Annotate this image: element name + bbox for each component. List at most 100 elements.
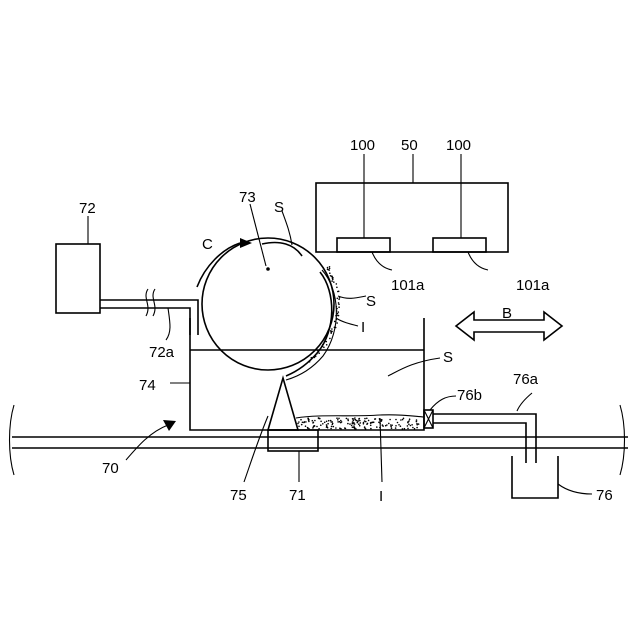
ink-dot bbox=[358, 423, 360, 425]
ink-deposit bbox=[296, 415, 424, 418]
coating-dot bbox=[326, 344, 328, 346]
roller-73 bbox=[197, 204, 334, 370]
label-head-left: 100 bbox=[350, 137, 375, 154]
ink-dot bbox=[326, 421, 328, 423]
ink-dot bbox=[297, 423, 299, 425]
pump-72 bbox=[56, 216, 198, 340]
ink-dot bbox=[331, 426, 333, 428]
ink-dot bbox=[298, 426, 300, 428]
ink-dot bbox=[313, 422, 315, 424]
ink-dot bbox=[346, 418, 348, 420]
ink-dot bbox=[301, 424, 303, 426]
ink-dot bbox=[389, 419, 391, 421]
ink-dot bbox=[400, 419, 402, 421]
label-ink-on-roller: I bbox=[361, 319, 365, 336]
coating-dot bbox=[331, 280, 333, 282]
coating-dot bbox=[325, 341, 327, 343]
ink-dot bbox=[347, 420, 349, 422]
ink-dot bbox=[314, 425, 316, 427]
ink-dot bbox=[365, 428, 367, 430]
ink-dot bbox=[340, 428, 342, 430]
drain-container-76 bbox=[512, 456, 592, 498]
nozzle-plate-left bbox=[337, 238, 390, 252]
ink-dot bbox=[322, 423, 324, 425]
ink-dot bbox=[352, 423, 354, 425]
coating-dot bbox=[309, 361, 311, 363]
coating-dot bbox=[336, 306, 338, 308]
coating-dot bbox=[317, 350, 319, 352]
ink-dot bbox=[370, 428, 372, 430]
ink-dot bbox=[324, 422, 326, 424]
ink-dot bbox=[407, 421, 409, 423]
ink-dot bbox=[344, 427, 346, 429]
ink-dot bbox=[308, 421, 310, 423]
coating-dot bbox=[338, 311, 340, 313]
coating-dot bbox=[337, 298, 339, 300]
coating-dot bbox=[331, 276, 333, 278]
coating-dot bbox=[330, 275, 332, 277]
coating-dot bbox=[334, 327, 336, 329]
ink-dot bbox=[409, 418, 411, 420]
coating-dot bbox=[328, 269, 330, 271]
ink-dot bbox=[414, 428, 416, 430]
ink-dot bbox=[388, 423, 390, 425]
ink-dot bbox=[302, 422, 304, 424]
ink-dot bbox=[416, 421, 418, 423]
ink-dot bbox=[416, 427, 418, 429]
coating-dot bbox=[336, 287, 338, 289]
ink-dot bbox=[339, 421, 341, 423]
ink-dot bbox=[308, 419, 310, 421]
roller-coating-dots bbox=[309, 266, 341, 363]
ink-dot bbox=[416, 424, 418, 426]
nozzle-plate-right bbox=[433, 238, 486, 252]
ink-dot bbox=[357, 421, 359, 423]
coating-dot bbox=[336, 283, 338, 285]
label-pipe-pump: 72a bbox=[149, 344, 175, 361]
ink-dot bbox=[300, 419, 302, 421]
ink-dot bbox=[330, 420, 332, 422]
ink-dot bbox=[372, 422, 374, 424]
label-solvent-right: S bbox=[366, 293, 376, 310]
coating-dot bbox=[311, 357, 313, 359]
label-solvent-top: S bbox=[274, 199, 284, 216]
ink-dot bbox=[403, 418, 405, 420]
roller-coating bbox=[286, 270, 336, 380]
ink-dot bbox=[332, 424, 334, 426]
ink-dot bbox=[408, 424, 410, 426]
ink-dot bbox=[355, 419, 357, 421]
ink-dot bbox=[307, 427, 309, 429]
ink-dot bbox=[336, 417, 338, 419]
ink-dot bbox=[352, 421, 354, 423]
ink-dot bbox=[391, 427, 393, 429]
coating-dot bbox=[314, 357, 316, 359]
ink-dot bbox=[353, 427, 355, 429]
ink-dot bbox=[416, 419, 418, 421]
coating-dot bbox=[336, 310, 338, 312]
label-unit-50: 50 bbox=[401, 137, 418, 154]
ink-dot bbox=[305, 425, 307, 427]
ink-dot bbox=[312, 420, 314, 422]
ink-dot bbox=[326, 424, 328, 426]
label-base: 71 bbox=[289, 487, 306, 504]
ink-dot bbox=[354, 417, 356, 419]
ink-dot bbox=[331, 421, 333, 423]
ink-dot bbox=[353, 425, 355, 427]
ink-dot bbox=[395, 419, 397, 421]
ink-dot bbox=[320, 421, 322, 423]
ink-dot bbox=[398, 424, 400, 426]
coating-dot bbox=[316, 353, 318, 355]
ink-dot bbox=[370, 425, 372, 427]
ink-dot bbox=[407, 428, 409, 430]
ink-dot bbox=[358, 418, 360, 420]
ink-dot bbox=[330, 428, 332, 430]
ink-deposit-dots bbox=[297, 417, 419, 430]
ink-dot bbox=[335, 427, 337, 429]
label-support: 75 bbox=[230, 487, 247, 504]
ink-dot bbox=[412, 427, 414, 429]
drain-pipe-76a bbox=[433, 393, 536, 463]
coating-dot bbox=[336, 308, 338, 310]
ink-dot bbox=[354, 423, 356, 425]
coating-dot bbox=[327, 268, 329, 270]
ink-dot bbox=[366, 418, 368, 420]
ink-dot bbox=[360, 422, 362, 424]
